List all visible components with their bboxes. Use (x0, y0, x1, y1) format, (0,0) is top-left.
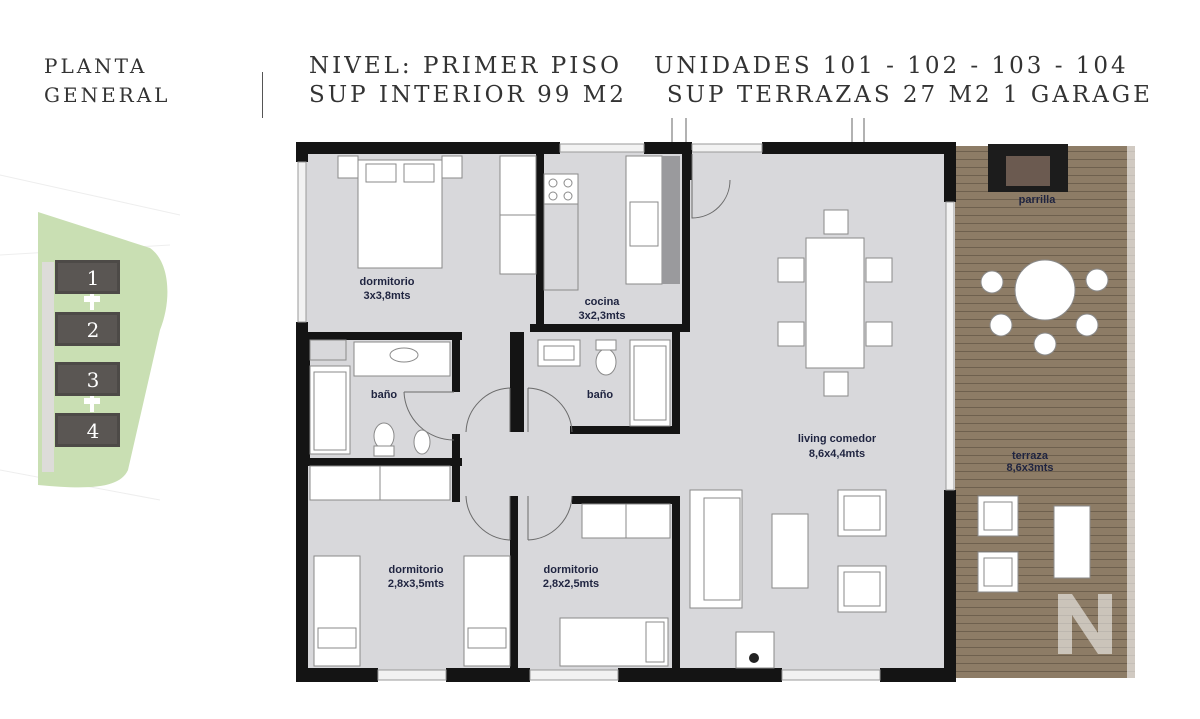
room-size-dormitorio-2: 2,8x3,5mts (388, 578, 444, 590)
room-label-bano-2: baño (587, 389, 614, 401)
room-label-living: living comedor (798, 433, 877, 445)
plan-title: PLANTA GENERAL (44, 52, 170, 110)
room-size-dormitorio-1: 3x3,8mts (363, 290, 410, 302)
site-plan: 1 2 3 4 (0, 174, 181, 501)
room-size-living: 8,6x4,4mts (809, 448, 865, 460)
unit-number-2: 2 (87, 318, 100, 342)
plan-specs: NIVEL: PRIMER PISO UNIDADES 101 - 102 - 1… (309, 52, 1153, 110)
room-label-bano-1: baño (371, 389, 398, 401)
room-label-terraza: terraza (1012, 450, 1049, 462)
unit-block-3 (55, 362, 120, 396)
room-size-dormitorio-3: 2,8x2,5mts (543, 578, 599, 590)
room-label-dormitorio-2: dormitorio (389, 564, 444, 576)
room-label-cocina: cocina (585, 296, 621, 308)
plan-title-line1: PLANTA (44, 54, 148, 78)
room-size-terraza: 8,6x3mts (1006, 462, 1053, 474)
room-size-cocina: 3x2,3mts (578, 310, 625, 322)
unit-block-1 (55, 260, 120, 294)
level-label: NIVEL: PRIMER PISO (309, 53, 622, 79)
unit-block-2 (55, 312, 120, 346)
room-label-dormitorio-1: dormitorio (360, 276, 415, 288)
units-label: UNIDADES 101 - 102 - 103 - 104 (653, 53, 1129, 79)
watermark-logo (1058, 594, 1112, 654)
unit-number-1: 1 (87, 266, 100, 290)
unit-block-4 (55, 413, 120, 447)
unit-number-3: 3 (87, 368, 100, 392)
terrace-area-label: SUP TERRAZAS 27 M2 1 GARAGE (666, 82, 1153, 108)
room-labels: dormitorio 3x3,8mts cocina 3x2,3mts baño… (360, 194, 1057, 590)
title-divider (262, 72, 263, 118)
interior-area-label: SUP INTERIOR 99 M2 (309, 82, 627, 108)
unit-number-4: 4 (87, 419, 100, 443)
room-label-dormitorio-3: dormitorio (544, 564, 599, 576)
apartment-plan (296, 118, 1135, 682)
room-label-parrilla: parrilla (1019, 194, 1057, 206)
plan-title-line2: GENERAL (44, 83, 171, 107)
